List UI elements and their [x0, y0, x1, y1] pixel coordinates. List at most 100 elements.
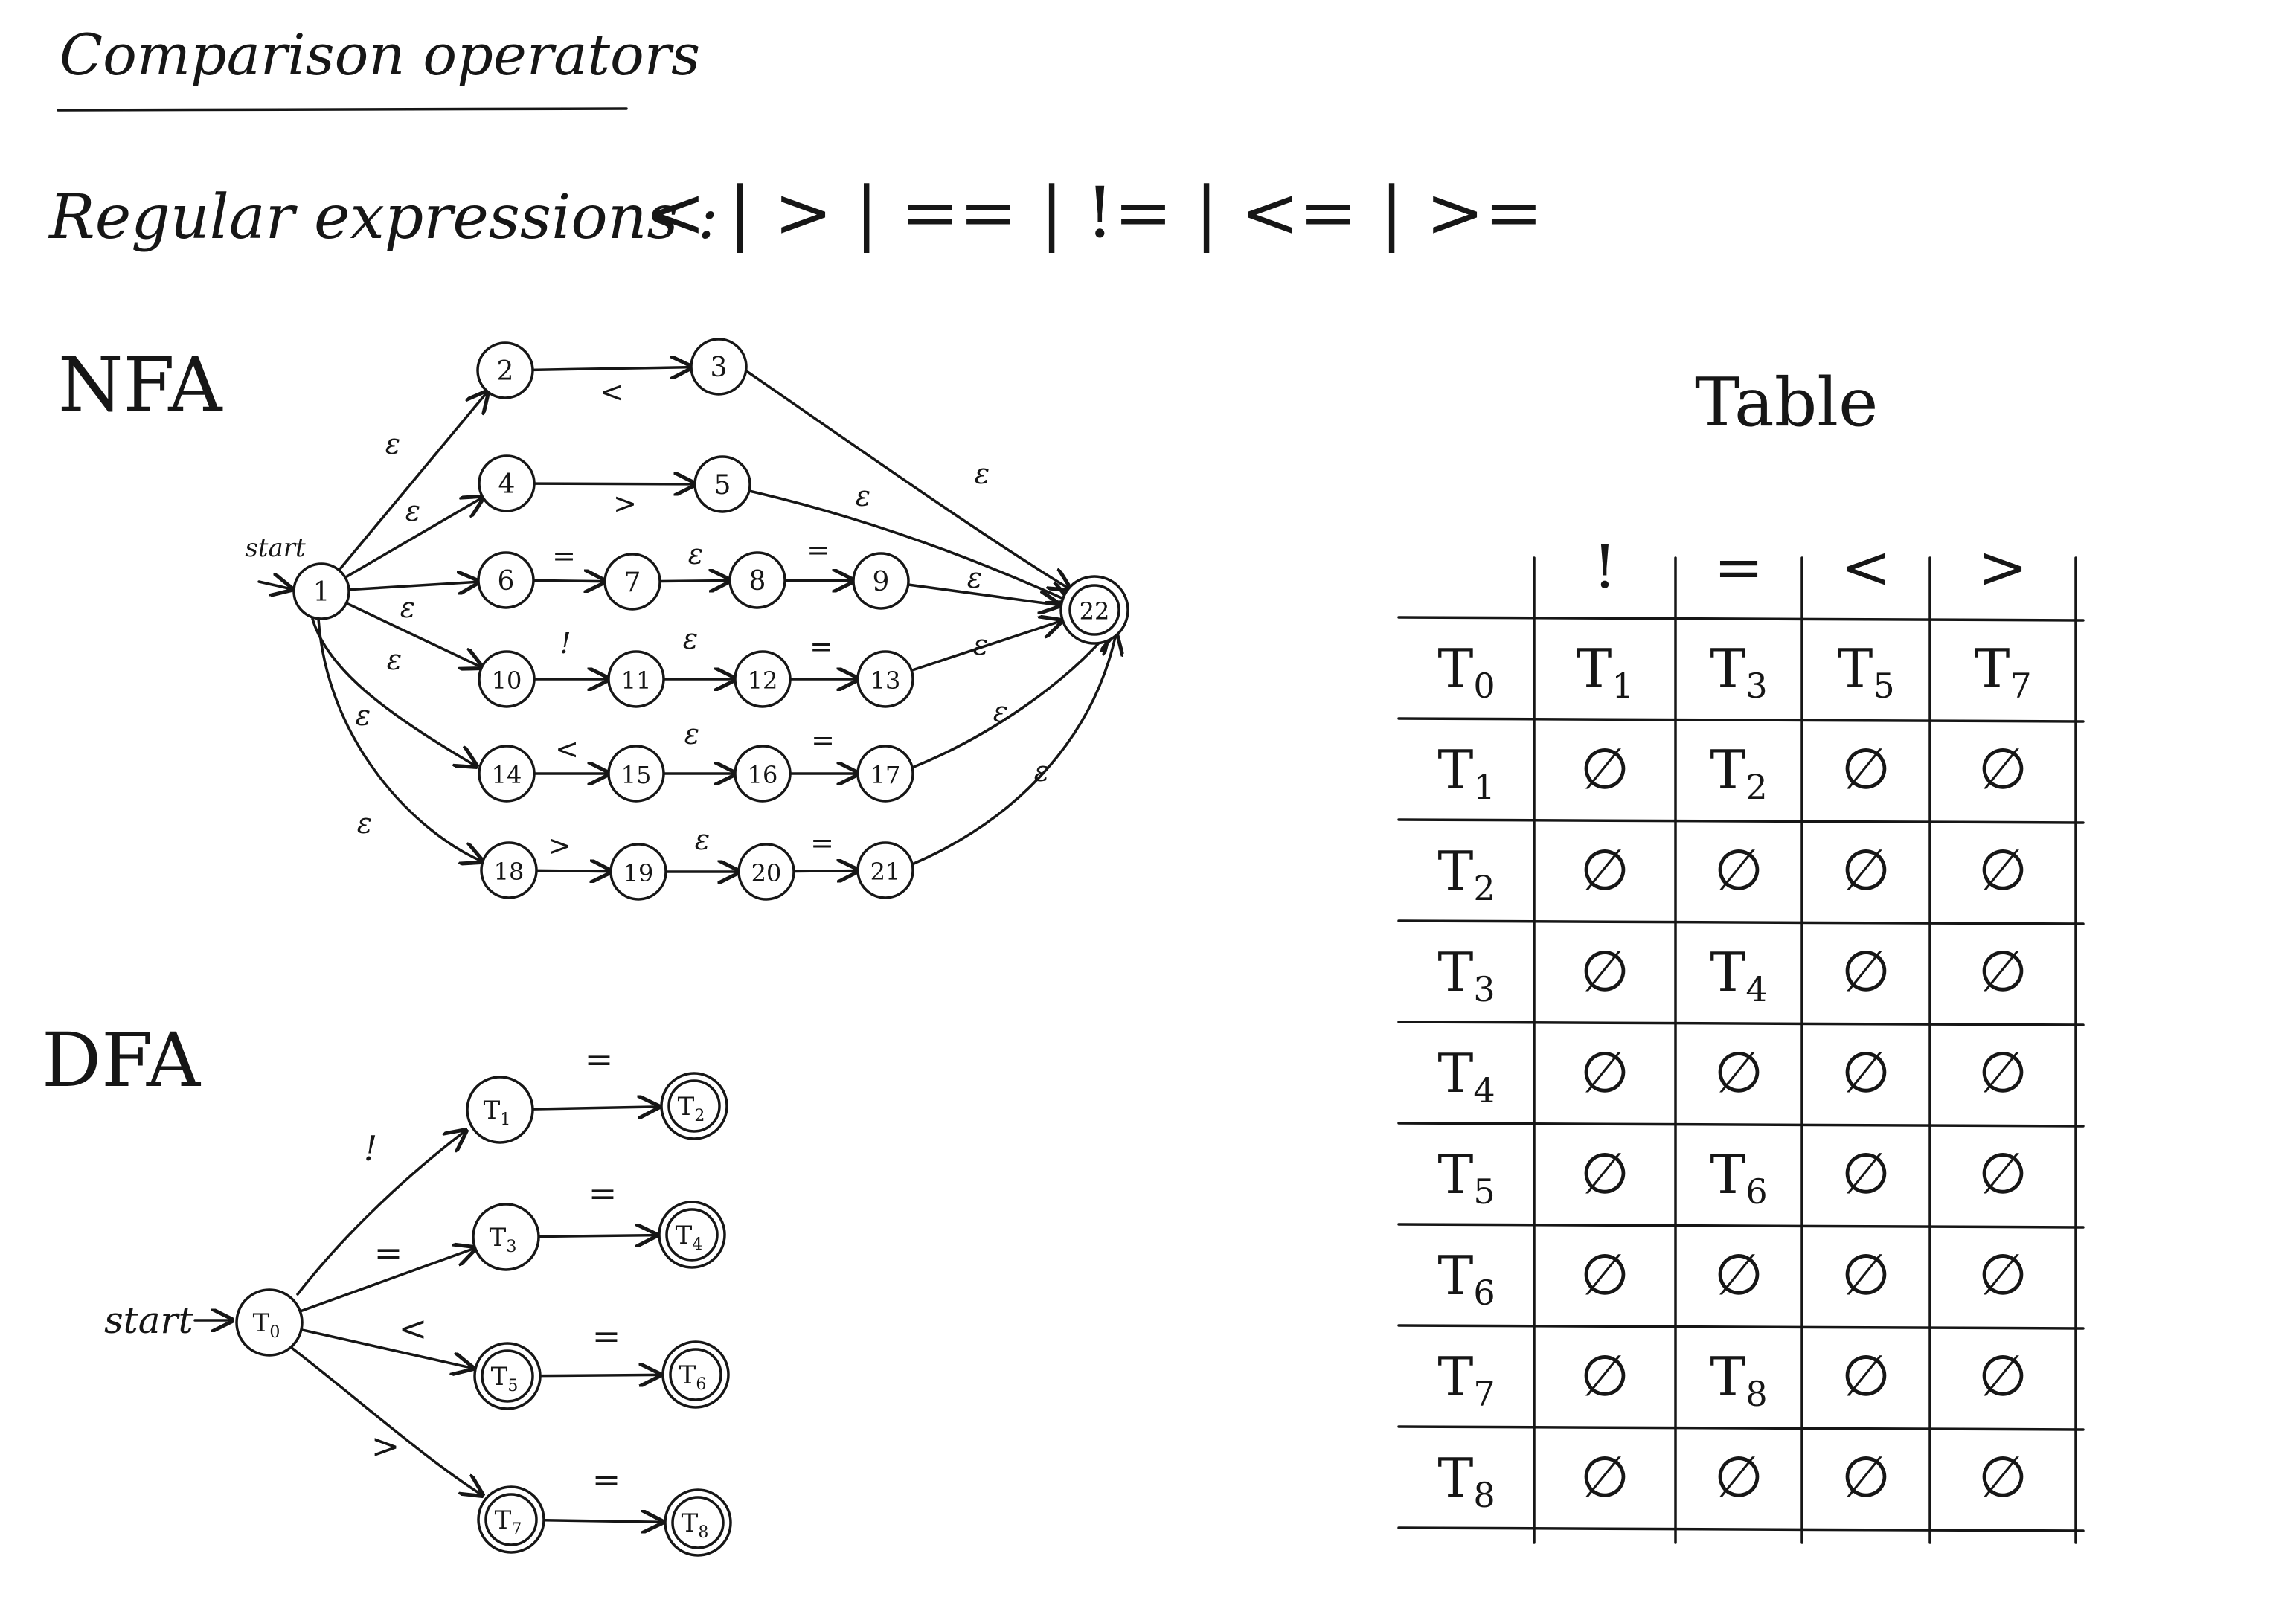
nfa-edge-label-4-5: > [613, 487, 637, 520]
table-row-T6: T6∅∅∅∅ [1437, 1241, 2027, 1313]
table-cell-T6-0: ∅ [1580, 1241, 1629, 1308]
dfa-edge-label-T0-T7: > [371, 1426, 400, 1466]
dfa-edge-T0-T1 [296, 1131, 466, 1296]
nfa-state-label-6: 6 [498, 566, 515, 597]
table-cell-T7-0: ∅ [1580, 1343, 1629, 1409]
regex-label: Regular expressions : [48, 182, 718, 253]
dfa-edge-label-T5-T6: = [592, 1316, 621, 1356]
nfa-state-label-10: 10 [492, 666, 522, 695]
nfa-state-label-4: 4 [498, 469, 516, 500]
nfa-edge-1-4 [344, 498, 483, 579]
nfa-edge-label-8-9: = [807, 533, 830, 566]
nfa-edge-label-3-22: ε [975, 457, 990, 490]
nfa-state-label-15: 15 [621, 761, 652, 789]
heading: Comparison operators [60, 22, 700, 88]
nfa-state-label-17: 17 [870, 761, 901, 789]
table-cell-T3-1: T4 [1710, 941, 1767, 1009]
dfa-edge-T1-T2 [531, 1107, 658, 1109]
nfa-edge-label-14-15: < [555, 733, 579, 765]
nfa-start-arrow [257, 582, 292, 589]
nfa-state-10 [478, 650, 536, 708]
nfa-edge-label-7-8: ε [688, 538, 703, 571]
table-row-T8: T8∅∅∅∅ [1437, 1444, 2027, 1515]
table-column-header-2: < [1841, 533, 1891, 602]
table-cell-T4-1: ∅ [1714, 1039, 1763, 1105]
table-cell-T8-2: ∅ [1841, 1444, 1891, 1510]
dfa-state-T5-inner-ring [481, 1349, 534, 1403]
table-row-state-T4: T4 [1437, 1042, 1495, 1111]
table-cell-T2-2: ∅ [1841, 837, 1891, 903]
nfa-state-19 [609, 843, 667, 901]
table-column-header-0: ! [1593, 533, 1617, 602]
nfa-state-9 [852, 552, 910, 610]
dfa-edge-T3-T4 [537, 1235, 656, 1237]
table-hline-2 [1397, 818, 2085, 824]
nfa-state-18 [480, 841, 538, 899]
dfa-state-T3 [472, 1203, 540, 1271]
nfa-state-16 [734, 745, 792, 803]
nfa-edge-label-15-16: ε [684, 718, 699, 751]
nfa-edge-1-18 [317, 617, 482, 861]
table-cell-T8-3: ∅ [1978, 1444, 2027, 1510]
nfa-edge-label-1-10: ε [387, 643, 402, 676]
nfa-edge-1-14 [311, 617, 476, 766]
nfa-edge-label-11-12: ε [683, 623, 698, 655]
nfa-state-label-11: 11 [621, 666, 652, 695]
table-cell-T6-3: ∅ [1978, 1241, 2027, 1308]
nfa-edge-4-5 [533, 483, 695, 484]
nfa-edge-label-6-7: = [552, 539, 576, 572]
table-cell-T7-1: T8 [1710, 1346, 1767, 1414]
dfa-state-T8-inner-ring [671, 1496, 725, 1549]
table-row-T1: T1∅T2∅∅ [1437, 736, 2027, 807]
table-column-header-1: = [1713, 533, 1763, 602]
nfa-state-17 [856, 745, 914, 803]
table-cell-T8-0: ∅ [1580, 1444, 1629, 1510]
nfa-state-4 [478, 454, 536, 512]
table-row-state-T6: T6 [1437, 1244, 1495, 1313]
table-cell-T5-1: T6 [1710, 1143, 1767, 1212]
table-row-T7: T7∅T8∅∅ [1437, 1343, 2027, 1414]
nfa-edge-label-2-3: < [600, 376, 623, 408]
table-hline-9 [1397, 1526, 2085, 1532]
nfa-edge-1-2 [337, 391, 488, 572]
nfa-state-20 [737, 843, 795, 901]
nfa-edge-18-19 [535, 870, 611, 871]
dfa-edge-label-T0-T3: = [374, 1232, 403, 1273]
table-row-T2: T2∅∅∅∅ [1437, 837, 2027, 908]
nfa-edge-label-12-13: = [809, 630, 833, 663]
table-cell-T1-0: ∅ [1580, 736, 1629, 802]
table-cell-T7-3: ∅ [1978, 1343, 2027, 1409]
table-row-state-T1: T1 [1437, 739, 1495, 807]
table-cell-T3-0: ∅ [1580, 938, 1629, 1004]
nfa-edge-7-8 [658, 580, 730, 581]
table-cell-T2-0: ∅ [1580, 837, 1629, 903]
table-row-state-T7: T7 [1437, 1346, 1495, 1414]
nfa-edge-5-22 [748, 489, 1068, 601]
dfa-state-T0 [235, 1288, 304, 1357]
nfa-edge-2-3 [531, 367, 691, 370]
table-row-T3: T3∅T4∅∅ [1437, 938, 2027, 1009]
nfa-state-15 [607, 745, 665, 803]
table-cell-T0-2: T5 [1837, 637, 1894, 706]
nfa-start-label: start [245, 533, 306, 563]
nfa-edge-label-18-19: > [548, 829, 571, 862]
table-hline-6 [1397, 1223, 2085, 1229]
nfa-state-12 [734, 650, 792, 708]
nfa-edge-21-22 [911, 634, 1116, 866]
nfa-edge-3-22 [744, 369, 1070, 589]
table-cell-T0-1: T3 [1710, 637, 1767, 706]
dfa-edge-label-T7-T8: = [592, 1459, 621, 1500]
nfa-edge-20-21 [792, 870, 858, 871]
nfa-state-label-1: 1 [313, 577, 330, 608]
table-cell-T2-3: ∅ [1978, 837, 2027, 903]
nfa-edge-label-9-22: ε [967, 562, 982, 594]
nfa-state-3 [690, 338, 748, 396]
dfa-state-T2-inner-ring [667, 1079, 721, 1133]
table-row-state-T2: T2 [1437, 840, 1495, 908]
dfa-edge-T0-T5 [300, 1328, 472, 1369]
nfa-edge-1-10 [344, 602, 481, 667]
